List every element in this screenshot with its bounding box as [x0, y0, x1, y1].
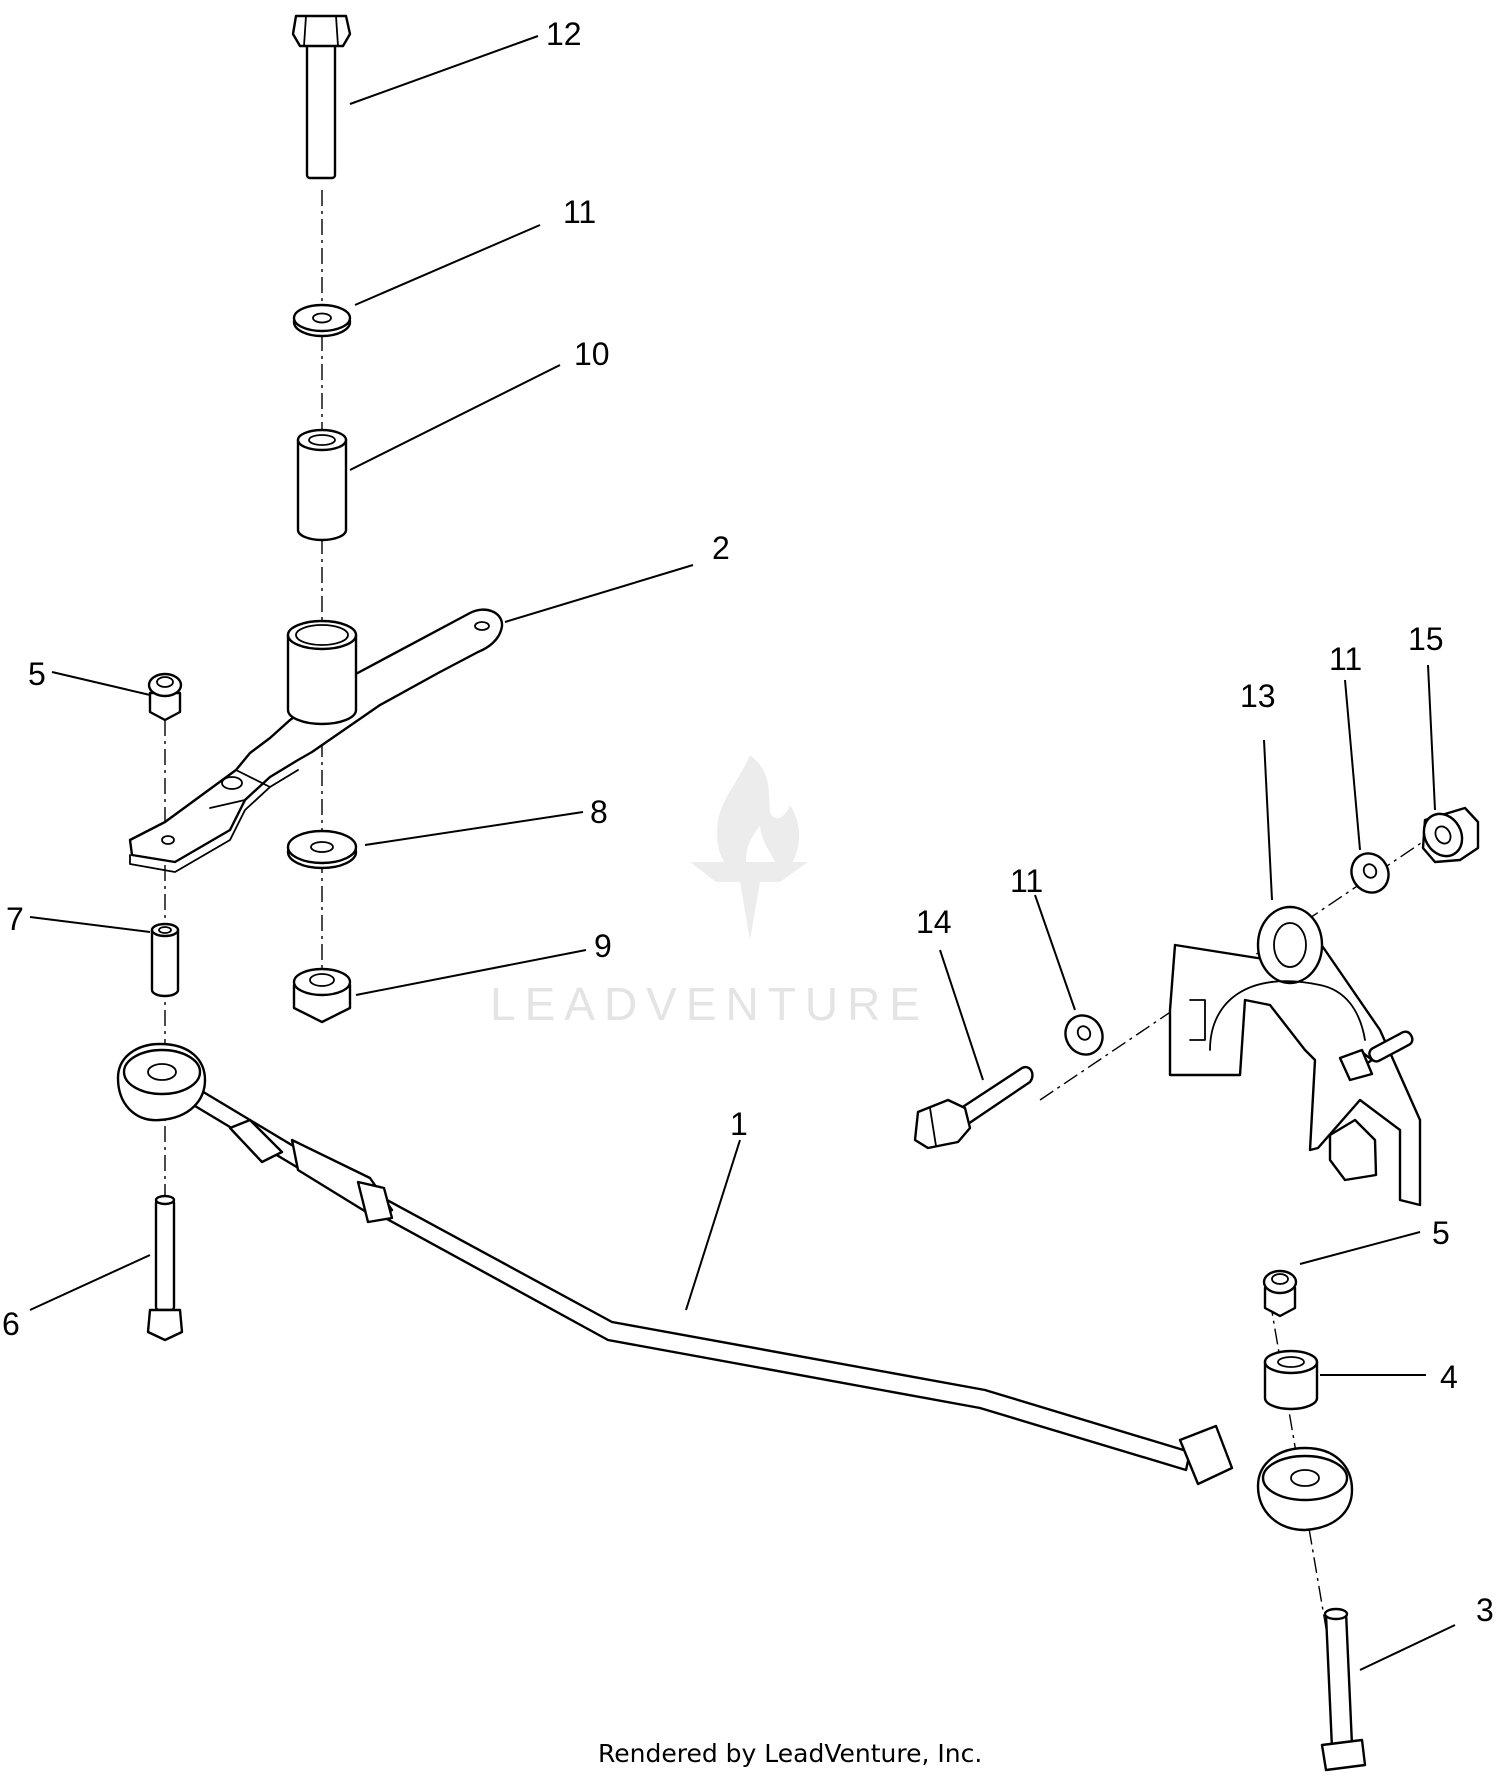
callout-14: 14 [916, 904, 952, 940]
callout-7: 7 [6, 901, 24, 937]
part-14-hex-bolt [913, 1065, 1034, 1150]
callout-3: 3 [1476, 1592, 1494, 1628]
callout-6: 6 [2, 1306, 20, 1342]
part-3-shoulder-bolt [1320, 1607, 1367, 1772]
part-7-spacer [150, 922, 180, 998]
callout-13: 13 [1240, 678, 1276, 714]
part-9-nut [292, 967, 352, 1024]
callout-10: 10 [574, 336, 610, 372]
callout-11: 11 [1329, 641, 1362, 677]
part-1-control-rod [116, 1042, 1354, 1532]
watermark-v-icon [690, 862, 808, 940]
callout-5: 5 [1432, 1215, 1450, 1251]
callout-15: 15 [1408, 621, 1444, 657]
footer-credit: Rendered by LeadVenture, Inc. [598, 1739, 982, 1768]
callout-11: 11 [1010, 863, 1043, 899]
part-11-washer-right [1350, 852, 1390, 894]
part-6-shoulder-bolt [146, 1194, 184, 1342]
callout-9: 9 [594, 928, 612, 964]
part-4-spacer [1263, 1349, 1319, 1411]
part-8-washer [286, 829, 358, 870]
callout-1: 1 [730, 1106, 748, 1142]
part-13-bracket [1168, 905, 1422, 1207]
part-5-nut-right [1262, 1269, 1298, 1318]
callouts: 12 11 10 2 5 8 7 9 6 1 13 11 15 11 14 5 … [2, 16, 1494, 1628]
callout-4: 4 [1440, 1359, 1458, 1395]
callout-5: 5 [28, 656, 46, 692]
callout-8: 8 [590, 794, 608, 830]
part-11-washer-top [292, 303, 352, 338]
part-12-hex-bolt [291, 14, 352, 180]
watermark-flame-icon [717, 755, 800, 880]
part-2-bellcrank [128, 608, 504, 873]
leader-lines [29, 35, 1456, 1671]
callout-12: 12 [546, 16, 582, 52]
callout-11: 11 [563, 194, 596, 230]
callout-2: 2 [712, 530, 730, 566]
part-5-nut-left [147, 672, 183, 722]
watermark: LEADVENTURE [490, 755, 929, 1030]
part-10-spacer [296, 428, 348, 542]
part-11-washer-middle [1064, 1014, 1104, 1056]
part-15-nut [1421, 806, 1480, 864]
watermark-text: LEADVENTURE [490, 978, 929, 1030]
